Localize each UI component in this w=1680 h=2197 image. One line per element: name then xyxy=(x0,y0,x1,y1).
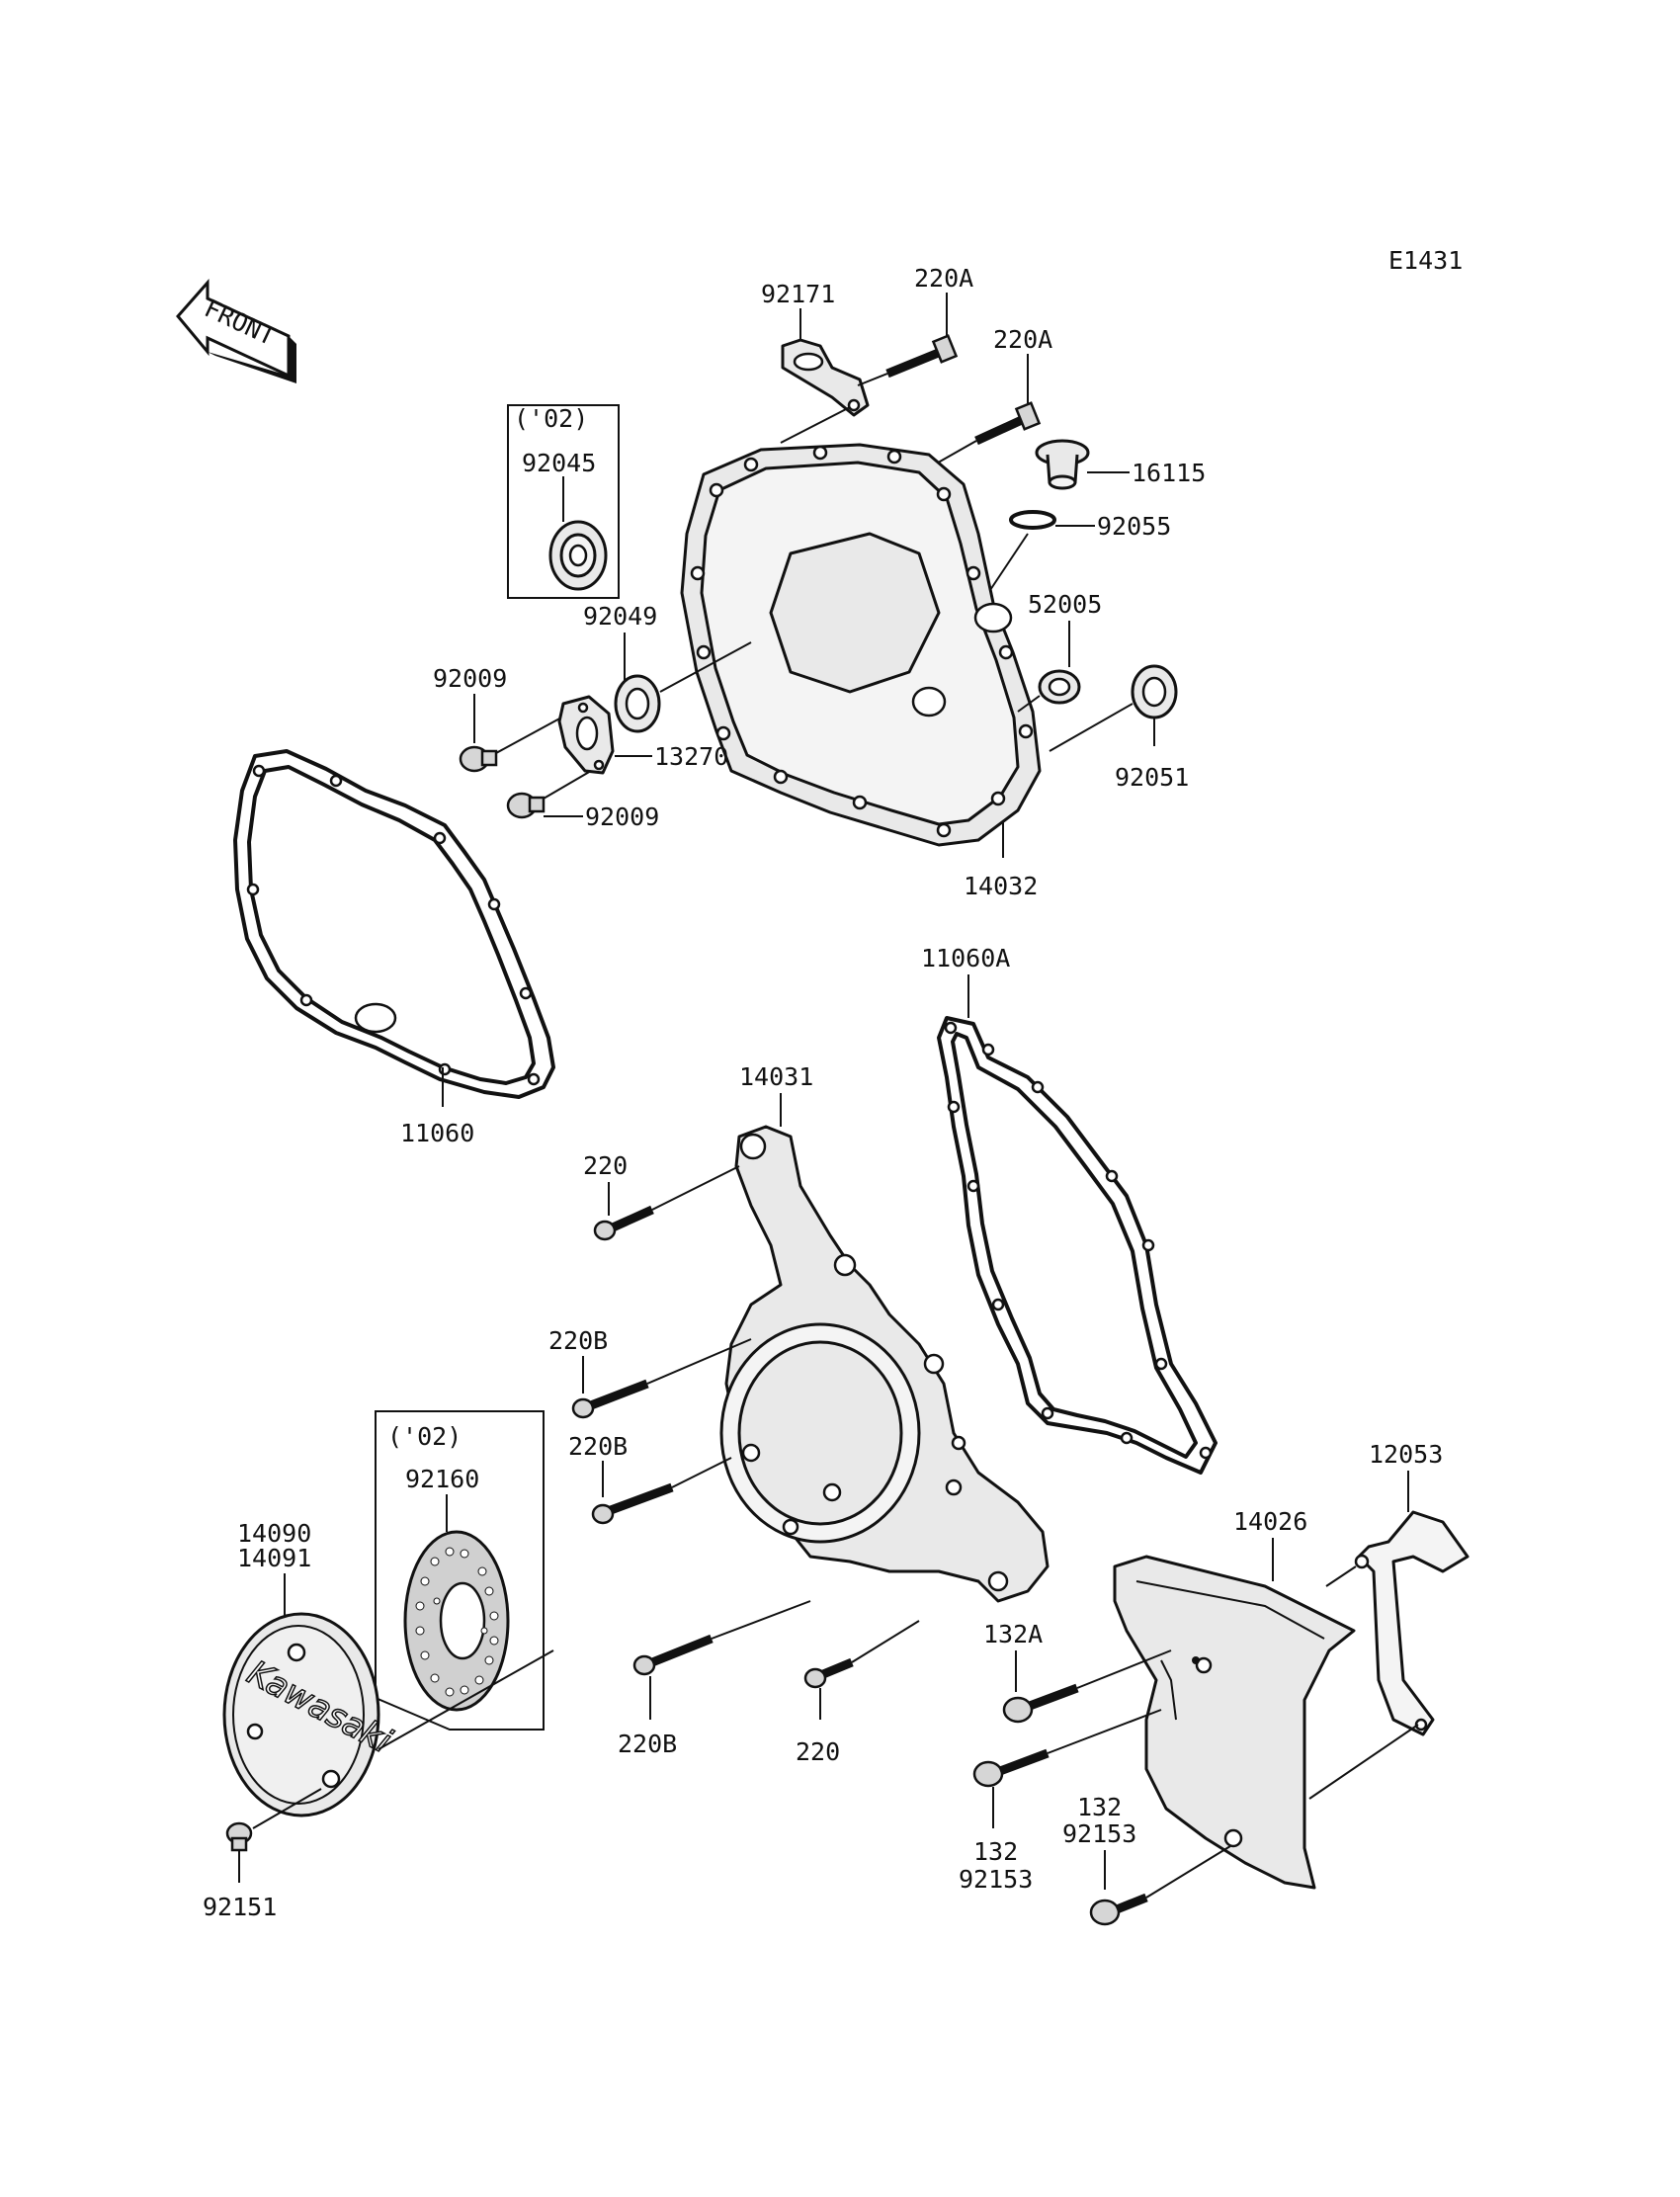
bolt-220-1 xyxy=(593,1205,654,1241)
part-label-16115: 16115 xyxy=(1132,459,1206,487)
bracket-12053 xyxy=(1354,1510,1470,1736)
part-label-12053: 12053 xyxy=(1369,1440,1443,1469)
gasket-11060 xyxy=(233,749,555,1099)
part-label-14031: 14031 xyxy=(739,1062,813,1091)
part-label-92160: 92160 xyxy=(405,1465,479,1493)
kawasaki-cover-14090: Kawasaki xyxy=(222,1612,399,1817)
part-label-92171: 92171 xyxy=(761,280,835,308)
bolt-132-1 xyxy=(972,1748,1050,1788)
variant-note-screen: ('02) xyxy=(387,1422,462,1451)
bolt-132-2 xyxy=(1089,1893,1148,1926)
cover-14032 xyxy=(680,443,1042,847)
part-label-14090: 14090 xyxy=(237,1519,311,1548)
sprocket-cover-14026 xyxy=(1113,1555,1356,1890)
part-label-92153-1: 92153 xyxy=(959,1865,1033,1894)
part-label-14091: 14091 xyxy=(237,1544,311,1572)
bolt-220A-1 xyxy=(885,334,959,379)
variant-box-bearing xyxy=(507,404,620,599)
variant-note-bearing: ('02) xyxy=(514,404,588,433)
bearing-92045 xyxy=(548,520,608,591)
plug-16115 xyxy=(1035,439,1090,490)
bolt-92009-1 xyxy=(459,745,498,773)
collar-52005 xyxy=(1038,669,1081,705)
part-label-92049: 92049 xyxy=(583,602,657,631)
bolt-220B-1 xyxy=(571,1379,649,1419)
bolt-132A xyxy=(1002,1683,1079,1724)
part-label-220B-2: 220B xyxy=(568,1432,628,1461)
part-label-92045: 92045 xyxy=(522,449,596,477)
bolt-220B-3 xyxy=(632,1634,714,1676)
part-label-92055: 92055 xyxy=(1097,512,1171,541)
gasket-11060A xyxy=(937,1016,1218,1475)
seal-92051 xyxy=(1131,664,1178,719)
part-label-220-1: 220 xyxy=(583,1151,628,1180)
part-label-220-2: 220 xyxy=(796,1737,840,1766)
oring-92055 xyxy=(1009,510,1056,530)
variant-box-screen xyxy=(375,1410,545,1731)
bolt-220A-2 xyxy=(974,401,1042,446)
bolt-220-2 xyxy=(803,1657,854,1689)
part-label-92151: 92151 xyxy=(203,1893,277,1921)
part-label-11060A: 11060A xyxy=(921,944,1010,972)
part-label-220A-2: 220A xyxy=(993,325,1052,354)
diagram-code: E1431 xyxy=(1388,246,1463,275)
part-label-132-2: 132 xyxy=(1077,1793,1122,1821)
part-label-14026: 14026 xyxy=(1233,1507,1307,1536)
screen-92160 xyxy=(403,1530,510,1712)
part-label-92051: 92051 xyxy=(1115,763,1189,792)
bolt-92009-2 xyxy=(506,792,546,819)
part-label-92009-1: 92009 xyxy=(433,664,507,693)
part-label-220A-1: 220A xyxy=(914,264,973,293)
part-label-132A: 132A xyxy=(983,1620,1043,1648)
part-label-220B-3: 220B xyxy=(618,1730,677,1758)
seal-92049 xyxy=(614,674,661,733)
part-label-13270: 13270 xyxy=(654,742,728,771)
bolt-220B-2 xyxy=(591,1482,674,1525)
part-label-92009-2: 92009 xyxy=(585,803,659,831)
part-label-14032: 14032 xyxy=(964,872,1038,900)
clip-92171 xyxy=(781,338,870,417)
part-label-92153-2: 92153 xyxy=(1062,1819,1136,1848)
part-label-11060: 11060 xyxy=(400,1119,474,1147)
cover-14031 xyxy=(719,1125,1050,1603)
part-label-132-1: 132 xyxy=(973,1837,1018,1866)
front-arrow-icon: FRONT xyxy=(176,279,296,383)
part-label-52005: 52005 xyxy=(1028,590,1102,619)
part-label-220B-1: 220B xyxy=(548,1326,608,1355)
bolt-92151 xyxy=(225,1821,253,1852)
plate-13270 xyxy=(557,695,615,775)
